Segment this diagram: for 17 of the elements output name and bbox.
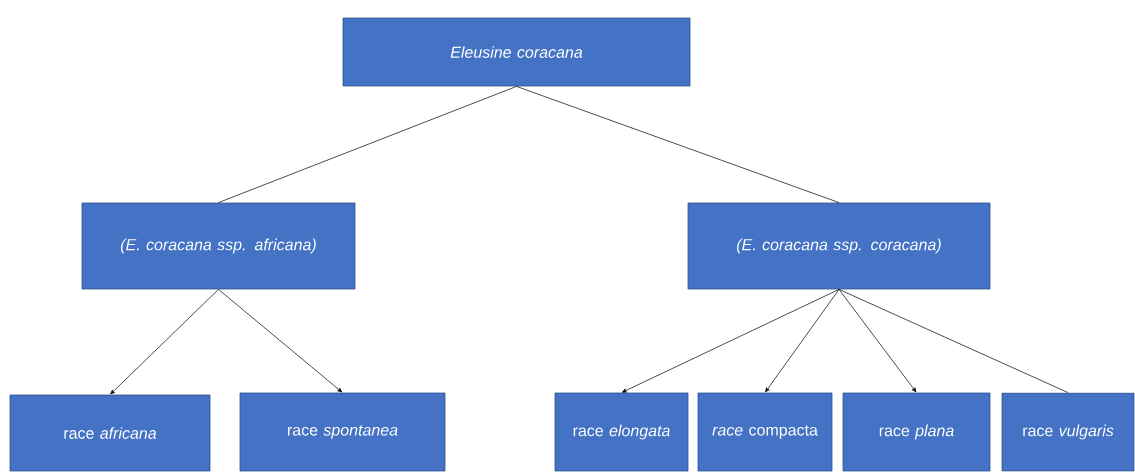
connector xyxy=(838,289,917,393)
taxon-box: (E. coracana ssp. coracana) xyxy=(687,202,991,290)
connector xyxy=(838,289,1069,393)
connector xyxy=(110,289,219,395)
taxon-box: race spontanea xyxy=(239,392,446,472)
connector xyxy=(516,86,840,203)
taxon-box: race compacta xyxy=(697,392,833,472)
taxon-box: race elongata xyxy=(554,392,689,472)
connector xyxy=(765,289,840,393)
taxon-box: (E. coracana ssp. africana) xyxy=(81,202,356,290)
taxon-box: race africana xyxy=(9,394,211,472)
connector xyxy=(218,289,343,393)
connector xyxy=(622,289,840,393)
taxon-box: race vulgaris xyxy=(1001,392,1135,472)
connector xyxy=(218,86,517,203)
taxon-box: race plana xyxy=(842,392,991,472)
taxon-box: Eleusine coracana xyxy=(342,17,691,87)
